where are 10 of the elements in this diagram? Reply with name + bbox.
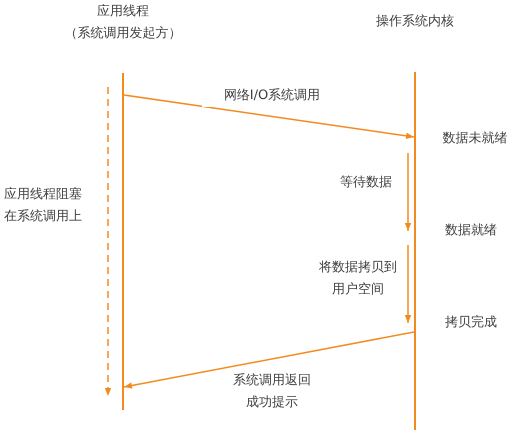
state-label: 数据就绪 — [444, 222, 498, 240]
annotation-text: 应用线程阻塞在系统调用上 — [4, 186, 83, 226]
step-label: 等待数据 — [339, 174, 393, 192]
state-label: 数据未就绪 — [442, 130, 508, 148]
step-label: 将数据拷贝到用户空间 — [318, 259, 398, 299]
arrow — [124, 331, 414, 389]
participant-label: 应用线程（系统调用发起方） — [64, 3, 182, 43]
state-label: 拷贝完成 — [444, 314, 498, 332]
participant-label: 操作系统内核 — [375, 13, 455, 31]
arrow — [124, 94, 414, 140]
